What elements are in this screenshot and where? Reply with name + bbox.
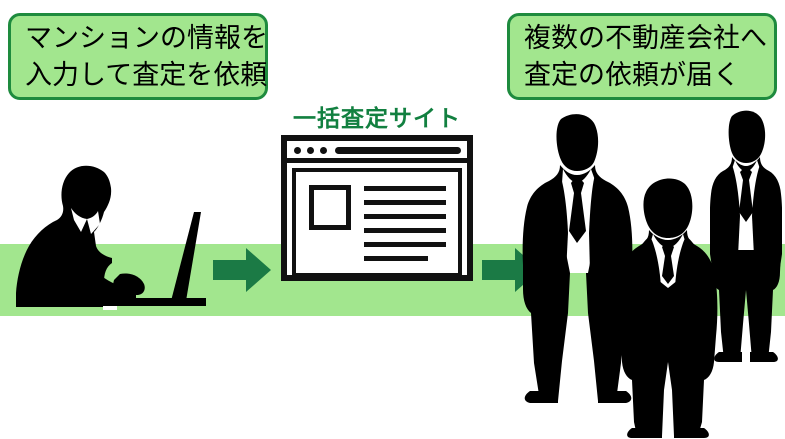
businessman-center-silhouette [618,176,718,438]
callout-left-line-1: マンションの情報を [25,22,268,53]
browser-titlebar [287,141,467,163]
person-at-laptop-silhouette [8,162,208,317]
window-dot-icon-2 [307,147,314,154]
callout-right-line-1: 複数の不動産会社へ [524,22,767,53]
callout-right: 複数の不動産会社へ 査定の依頼が届く [507,13,777,100]
arrow-right-icon-1 [213,246,271,294]
content-text-lines [364,186,446,270]
content-thumbnail-placeholder [309,185,351,230]
businessman-left-silhouette [520,113,638,403]
callout-left: マンションの情報を 入力して査定を依頼 [8,13,268,100]
callout-right-line-2: 査定の依頼が届く [524,59,740,90]
callout-left-line-2: 入力して査定を依頼 [25,59,268,90]
content-text-line [364,242,446,247]
content-text-line [364,186,446,191]
browser-content-area [292,168,462,277]
window-dot-icon-1 [294,147,301,154]
content-text-line [364,200,446,205]
content-text-line [364,214,446,219]
address-bar [335,147,461,154]
content-text-line [364,228,446,233]
browser-window-mockup [281,135,473,281]
businessman-right-silhouette [710,110,782,372]
site-caption: 一括査定サイト [293,105,461,131]
content-text-line [364,256,428,261]
window-dot-icon-3 [320,147,327,154]
